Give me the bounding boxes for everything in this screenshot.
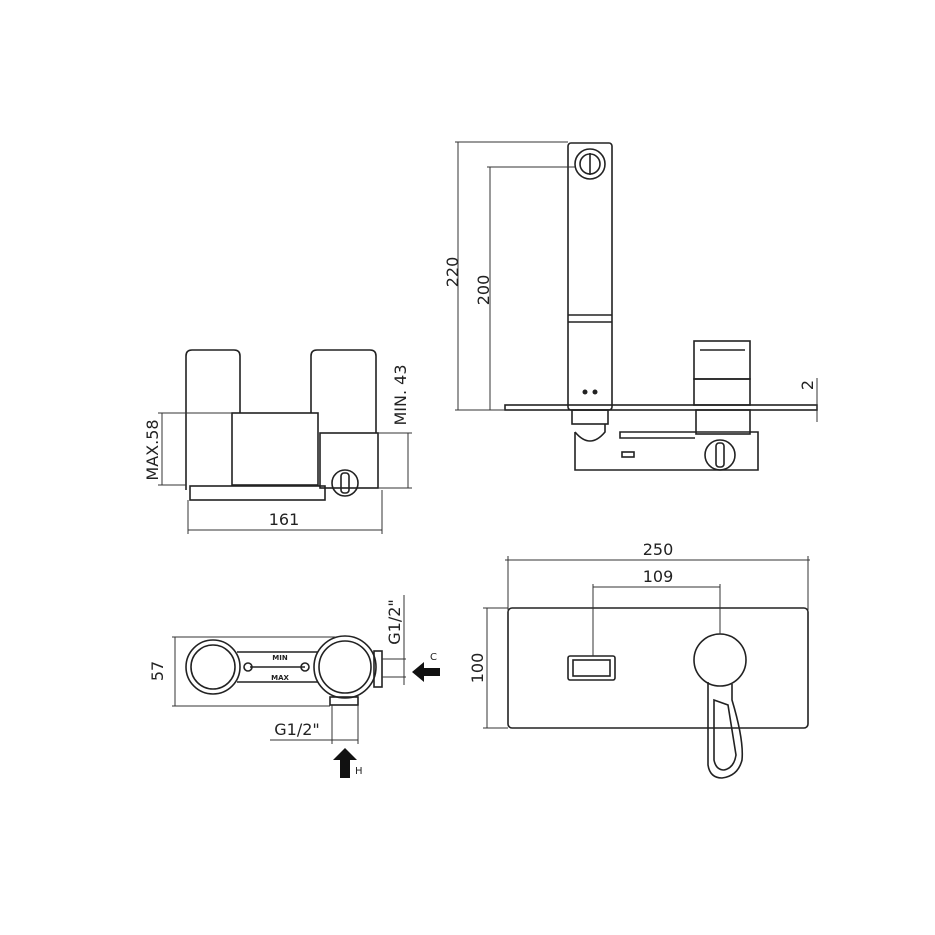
spout-connector	[571, 409, 609, 425]
lever-inner	[713, 698, 737, 771]
plan-view: MIN MAX 57 G1/2" C G1/2" H	[148, 595, 440, 778]
handle-base	[693, 378, 751, 406]
spout-outlet	[574, 148, 606, 180]
spout-outlet	[567, 655, 616, 681]
body-box	[231, 412, 319, 486]
dim-label-2: 2	[798, 380, 817, 390]
bolt	[300, 662, 310, 672]
hot-label: H	[355, 766, 363, 777]
bolt	[243, 662, 253, 672]
cylinder-right	[313, 635, 377, 699]
top-left-view: MAX.58 MIN. 43 161	[143, 349, 412, 534]
min-mark: MIN	[272, 654, 288, 662]
slot	[621, 451, 635, 458]
inlet-pipe	[331, 469, 359, 497]
handle-top	[693, 340, 751, 380]
wall-plate	[504, 404, 818, 411]
dim-label-220: 220	[443, 257, 462, 288]
dim-label-min43: MIN. 43	[391, 364, 410, 425]
spout-coupling	[574, 424, 606, 442]
cylinder-left	[185, 639, 241, 695]
dim-label-200: 200	[474, 275, 493, 306]
cold-label: C	[430, 652, 437, 663]
dim-label-57: 57	[148, 661, 167, 681]
cold-inlet-arrow-icon	[412, 662, 440, 682]
spout-outlet-inner	[572, 659, 611, 677]
dim-label-g12-bottom: G1/2"	[274, 720, 320, 739]
cylinder-right	[310, 349, 377, 433]
inlet-right	[373, 650, 383, 688]
dim-label-100: 100	[468, 653, 487, 684]
spout-body	[567, 142, 613, 411]
dim-label-161: 161	[269, 510, 300, 529]
dim-label-109: 109	[643, 567, 674, 586]
lever-handle	[707, 682, 744, 779]
dim-label-g12-right: G1/2"	[385, 599, 404, 645]
inlet-pipe	[704, 439, 736, 471]
front-view: 250 109 100	[468, 540, 810, 779]
screw-dot	[582, 389, 588, 395]
cartridge	[695, 409, 751, 435]
screw-dot	[592, 389, 598, 395]
dim-label-max58: MAX.58	[143, 419, 162, 480]
side-view: 220 200 2	[443, 141, 818, 471]
hot-inlet-arrow-icon	[333, 748, 357, 778]
wall-plate	[507, 607, 809, 729]
dim-label-250: 250	[643, 540, 674, 559]
inlet-cap	[340, 472, 350, 494]
max-mark: MAX	[271, 674, 289, 682]
handle-rosette	[693, 633, 747, 687]
inlet-cap	[715, 442, 725, 468]
cylinder-right-inner	[318, 640, 372, 694]
cylinder-left	[185, 349, 241, 490]
cylinder-left-inner	[190, 644, 236, 690]
base	[189, 485, 326, 501]
inlet-bottom	[329, 696, 359, 706]
mixer-body	[574, 431, 759, 471]
